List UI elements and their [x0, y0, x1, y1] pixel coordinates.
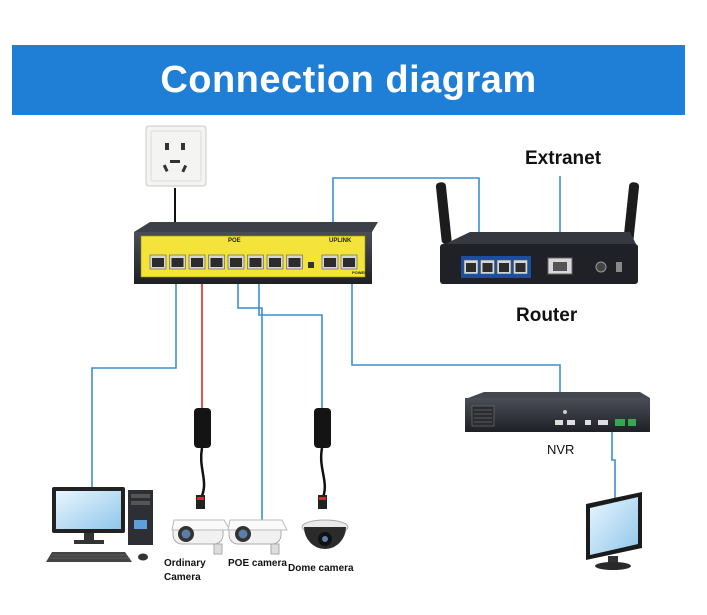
- switch-uplink-label: UPLINK: [329, 238, 352, 244]
- poe-splitter-icon: [314, 408, 331, 509]
- poe-port: [227, 254, 245, 270]
- nvr-label: NVR: [547, 442, 575, 457]
- uplink-port: [340, 254, 358, 270]
- extranet-label: Extranet: [525, 148, 602, 169]
- router-label: Router: [516, 305, 578, 326]
- monitor-icon: [586, 492, 642, 570]
- poe-port: [247, 254, 264, 270]
- router-antenna-right: [623, 182, 640, 245]
- cable-switch-to-nvr: [351, 268, 561, 405]
- router-lan-port: [480, 259, 495, 275]
- cable-switch-to-pc: [91, 268, 177, 488]
- ordinary-camera-label-line2: Camera: [164, 572, 201, 583]
- router-antenna-left: [435, 182, 452, 245]
- poe-switch: [134, 222, 378, 284]
- router-power-jack: [595, 261, 607, 273]
- poe-port: [149, 254, 167, 270]
- dome-camera-icon: [301, 519, 349, 549]
- cable-uplink-to-router: [332, 177, 480, 270]
- title-banner: Connection diagram: [12, 45, 685, 115]
- poe-camera-label: POE camera: [228, 558, 287, 569]
- diagram-title: Connection diagram: [160, 58, 537, 101]
- poe-port: [208, 254, 225, 270]
- router-lan-ports: [463, 259, 528, 275]
- router-lan-port: [513, 259, 528, 275]
- cable-switch-to-poe-camera: [237, 268, 263, 530]
- cable-nvr-to-monitor: [611, 432, 616, 500]
- bullet-camera-icon: [227, 519, 288, 555]
- switch-poe-label: POE: [228, 238, 241, 244]
- router-lan-port: [463, 259, 479, 275]
- cable-switch-to-dome-camera: [258, 268, 323, 408]
- poe-port: [286, 254, 303, 270]
- desktop-pc-icon: [46, 487, 153, 562]
- poe-port: [169, 254, 186, 270]
- router-lan-port: [496, 259, 512, 275]
- blue-cables: [91, 176, 616, 530]
- wall-socket-icon: [145, 125, 207, 187]
- poe-splitter-icon: [194, 408, 211, 509]
- nvr: [465, 392, 650, 432]
- router: [435, 182, 640, 284]
- switch-led: [308, 262, 314, 268]
- uplink-port: [321, 254, 339, 270]
- ordinary-camera-label-line1: Ordinary: [164, 558, 206, 569]
- uplink-ports: [321, 254, 358, 270]
- poe-port: [266, 254, 284, 270]
- switch-power-label: POWER: [352, 270, 368, 275]
- bullet-camera-icon: [171, 519, 231, 555]
- poe-port: [188, 254, 206, 270]
- poe-ports: [149, 254, 303, 270]
- dome-camera-label: Dome camera: [288, 563, 354, 574]
